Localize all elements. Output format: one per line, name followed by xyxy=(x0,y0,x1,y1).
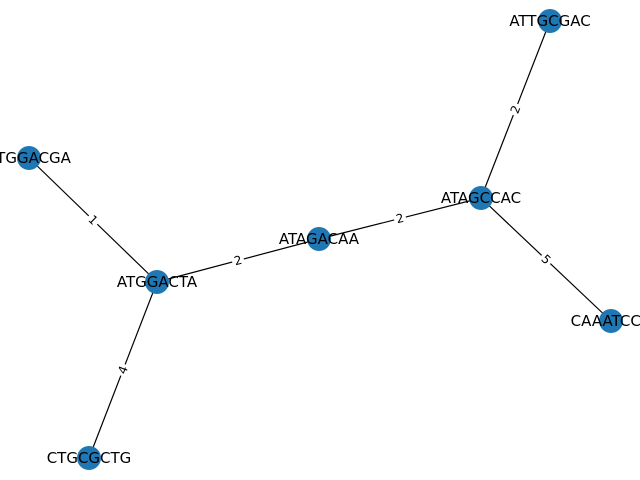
node-ctgcgctg xyxy=(77,446,101,470)
node-attgcgac xyxy=(538,9,562,33)
edge-weight-background xyxy=(230,251,246,270)
edge-weight-text: 2 xyxy=(395,211,406,226)
node-label-attgcgac: ATTGCGAC xyxy=(509,12,590,30)
edge-weight-label: 2 xyxy=(392,209,408,228)
edge-weight-label: 1 xyxy=(83,210,103,230)
node-atagacaa xyxy=(307,227,331,251)
edge-weight-label: 4 xyxy=(113,361,133,379)
node-label-atagccac: ATAGCCAC xyxy=(441,189,521,207)
nodes-layer xyxy=(17,9,623,470)
node-labels-layer: ATTGCGAC ATGGACGA ATAGCCAC ATAGACAA ATGGACTA… xyxy=(0,12,640,467)
edge-weight-background xyxy=(392,209,408,228)
edge-weight-background xyxy=(83,210,103,230)
edge-weight-label: 2 xyxy=(505,101,526,118)
node-atggacta xyxy=(145,270,169,294)
node-label-atagacaa: ATAGACAA xyxy=(279,230,360,248)
edge-weight-label: 2 xyxy=(230,251,246,270)
node-atggacga xyxy=(17,146,41,170)
node-caaatccc xyxy=(599,309,623,333)
edge-labels-layer: 2 1 2 2 5 4 xyxy=(83,101,556,379)
edge-weight-text: 2 xyxy=(233,253,244,268)
edge-weight-label: 5 xyxy=(536,249,556,270)
node-label-atggacga: ATGGACGA xyxy=(0,149,72,167)
edge-weight-background xyxy=(113,361,133,379)
edge-weight-background xyxy=(505,101,526,118)
node-label-atggacta: ATGGACTA xyxy=(117,273,198,291)
edge-weight-background xyxy=(536,249,556,270)
node-atagccac xyxy=(469,186,493,210)
node-label-ctgcgctg: CTGCGCTG xyxy=(47,449,132,467)
